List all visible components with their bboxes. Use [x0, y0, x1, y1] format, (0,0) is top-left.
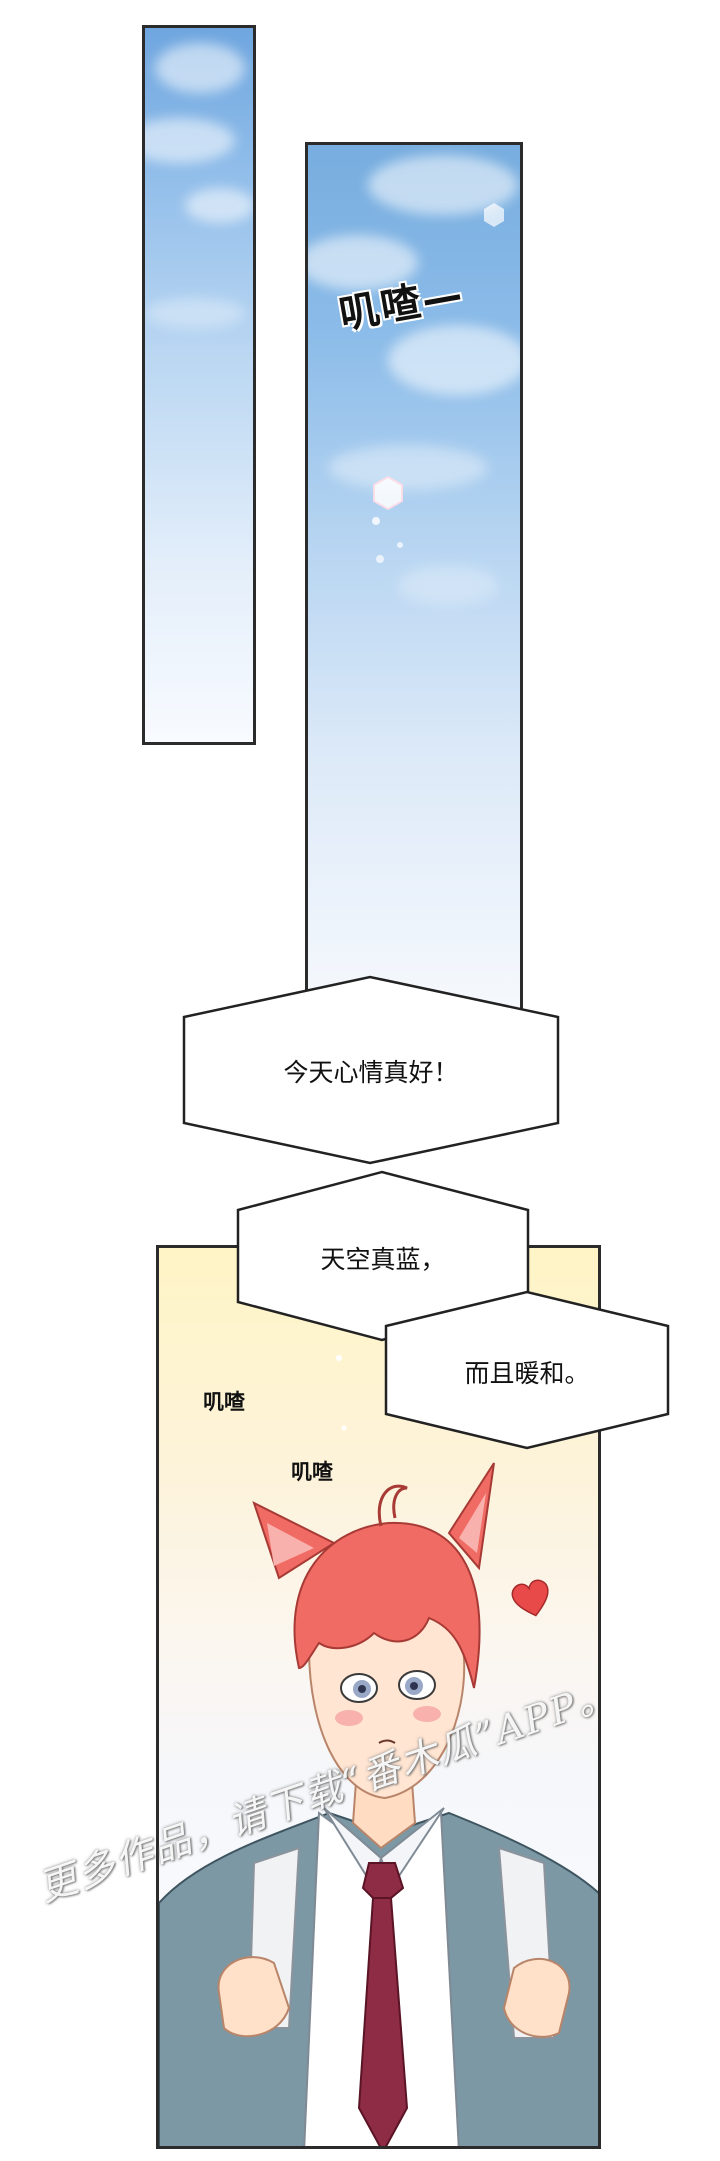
sound-effect-chirp-1: 叽喳: [203, 1390, 245, 1414]
bubble-shape: [182, 975, 560, 1165]
cloud: [145, 118, 235, 163]
cloud: [388, 325, 520, 395]
speech-bubble-1: 今天心情真好！: [182, 975, 560, 1165]
sky-panel-left: [142, 25, 256, 745]
sky-panel-right: [305, 142, 523, 1014]
bubble-text: 而且暖和。: [464, 1359, 590, 1388]
speech-bubble-3: 而且暖和。: [384, 1290, 670, 1450]
bubble-shape: [384, 1290, 670, 1450]
sound-effect-chirp-2: 叽喳: [291, 1460, 333, 1484]
cloud: [185, 188, 253, 223]
cloud: [308, 235, 418, 290]
sun-glare: [372, 203, 504, 563]
speech-bubble-2: 天空真蓝，: [236, 1170, 530, 1342]
cloud: [155, 43, 245, 93]
bubble-text: 今天心情真好！: [283, 1058, 459, 1087]
character-illustration: [159, 1355, 598, 2146]
cloud: [328, 445, 488, 490]
bubble-text: 天空真蓝，: [320, 1245, 446, 1274]
cloud: [145, 298, 245, 328]
cloud: [398, 565, 498, 605]
heart-icon: [511, 1579, 549, 1617]
